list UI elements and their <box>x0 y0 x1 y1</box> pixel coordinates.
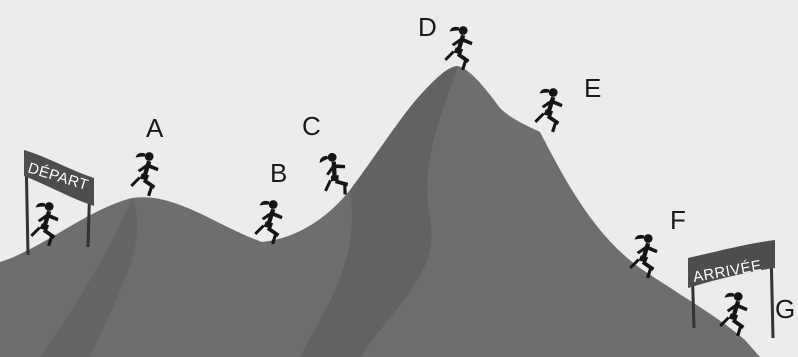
point-label-c: C <box>302 111 321 141</box>
point-label-e: E <box>584 73 601 103</box>
point-label-d: D <box>418 12 437 42</box>
point-label-f: F <box>670 205 686 235</box>
point-label-g: G <box>775 294 795 324</box>
finish-sign: ARRIVÉE <box>688 240 775 339</box>
point-label-b: B <box>270 158 287 188</box>
mountain-shading-left <box>40 198 138 357</box>
mountain-shading <box>300 66 458 357</box>
point-label-a: A <box>146 113 164 143</box>
